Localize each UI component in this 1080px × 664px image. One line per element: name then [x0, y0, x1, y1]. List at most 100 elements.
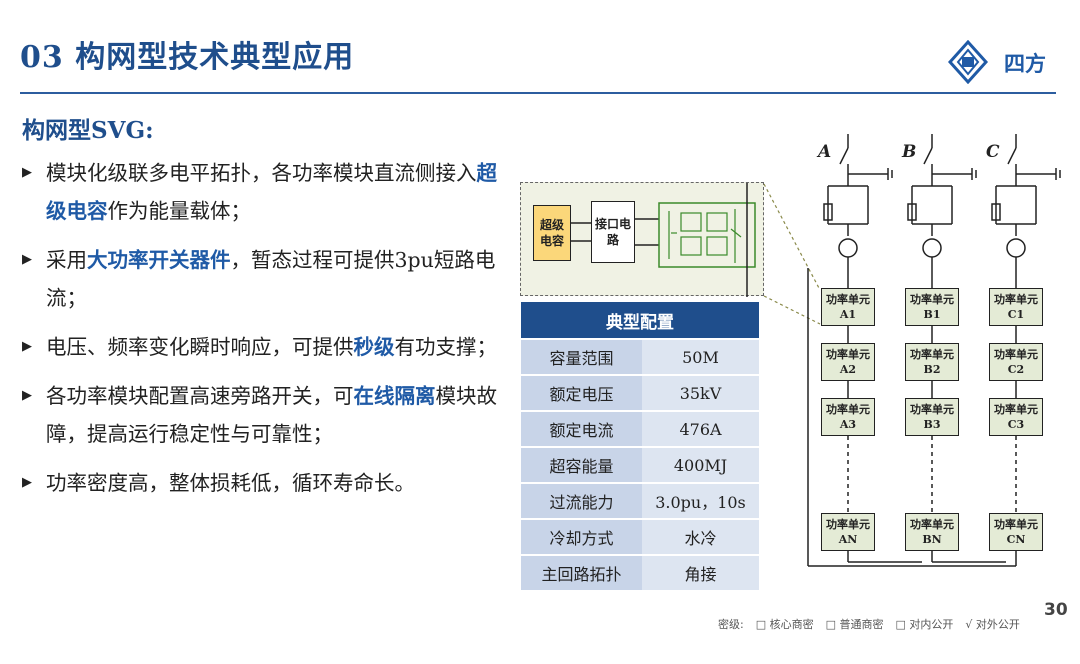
- bullet-text-part: 采用: [46, 248, 87, 272]
- power-unit-id: BN: [922, 533, 942, 546]
- bullet-text-part: 有功支撑；: [394, 335, 498, 359]
- bullet-triangle-icon: ▶: [22, 252, 32, 267]
- table-row: 主回路拓扑角接: [521, 554, 759, 590]
- module-wiring: [571, 183, 756, 297]
- classification-option: □ 核心商密: [755, 618, 814, 631]
- power-unit-label: 功率单元: [994, 293, 1038, 306]
- phase-label: A: [818, 142, 832, 162]
- power-unit-id: B2: [923, 363, 941, 376]
- power-unit-label: 功率单元: [826, 348, 870, 361]
- config-key: 过流能力: [521, 482, 642, 519]
- bullet-triangle-icon: ▶: [22, 165, 32, 180]
- power-unit-id: A3: [839, 418, 857, 431]
- highlight-text: 大功率开关器件: [87, 248, 231, 272]
- power-unit: 功率单元 A3: [821, 398, 875, 436]
- config-value: 50M: [642, 338, 759, 375]
- bullet-triangle-icon: ▶: [22, 388, 32, 403]
- config-value: 400MJ: [642, 446, 759, 483]
- bullet-text: 功率密度高，整体损耗低，循环寿命长。: [46, 464, 415, 502]
- phase-label: C: [986, 142, 1000, 162]
- interface-circuit-box: 接口电路: [591, 201, 635, 263]
- config-value: 水冷: [642, 518, 759, 555]
- bullet-triangle-icon: ▶: [22, 475, 32, 490]
- bullet-text-part: ，暂态过程可提供3pu短路电流；: [46, 248, 496, 310]
- bullet-item: ▶ 模块化级联多电平拓扑，各功率模块直流侧接入超级电容作为能量载体；: [22, 154, 502, 230]
- power-unit-label: 功率单元: [826, 403, 870, 416]
- bullet-item: ▶ 功率密度高，整体损耗低，循环寿命长。: [22, 464, 502, 502]
- config-key: 主回路拓扑: [521, 554, 642, 590]
- power-unit-id: C2: [1007, 363, 1025, 376]
- power-unit-label: 功率单元: [826, 293, 870, 306]
- logo-text: 四方: [1004, 52, 1046, 76]
- classification-option: □ 普通商密: [825, 618, 884, 631]
- bullet-text-part: 功率密度高，整体损耗低，循环寿命长。: [46, 471, 415, 495]
- power-unit-id: CN: [1006, 533, 1026, 546]
- highlight-text: 超级电容: [46, 161, 497, 223]
- power-unit-id: B1: [923, 308, 941, 321]
- module-circuit-diagram: 超级电容 接口电路: [520, 182, 764, 297]
- config-key: 额定电压: [521, 374, 642, 411]
- bullet-item: ▶ 采用大功率开关器件，暂态过程可提供3pu短路电流；: [22, 241, 502, 317]
- config-key: 冷却方式: [521, 518, 642, 555]
- bullet-text-part: 模块故障，提高运行稳定性与可靠性；: [46, 384, 497, 446]
- bullet-list: ▶ 模块化级联多电平拓扑，各功率模块直流侧接入超级电容作为能量载体； ▶ 采用大功率开…: [22, 154, 502, 513]
- page-title: 03 构网型技术典型应用: [20, 40, 355, 75]
- highlight-text: 秒级: [353, 335, 395, 359]
- bullet-text-part: 电压、频率变化瞬时响应，可提供: [46, 335, 354, 359]
- config-key: 容量范围: [521, 338, 642, 375]
- table-row: 冷却方式水冷: [521, 518, 759, 555]
- config-value: 3.0pu，10s: [642, 482, 759, 519]
- section-subtitle: 构网型SVG:: [22, 117, 154, 144]
- power-unit-label: 功率单元: [910, 293, 954, 306]
- supercap-box: 超级电容: [533, 205, 571, 261]
- bullet-text: 各功率模块配置高速旁路开关，可在线隔离模块故障，提高运行稳定性与可靠性；: [46, 377, 502, 453]
- config-value: 476A: [642, 410, 759, 447]
- power-unit: 功率单元 B2: [905, 343, 959, 381]
- bullet-text: 模块化级联多电平拓扑，各功率模块直流侧接入超级电容作为能量载体；: [46, 154, 502, 230]
- power-unit-label: 功率单元: [994, 403, 1038, 416]
- config-value: 角接: [642, 554, 759, 590]
- classification-option: □ 对内公开: [895, 618, 954, 631]
- phase-label: B: [902, 142, 917, 162]
- page-number: 30: [1044, 600, 1068, 620]
- bullet-text: 电压、频率变化瞬时响应，可提供秒级有功支撑；: [46, 328, 497, 366]
- table-header: 典型配置: [521, 302, 759, 339]
- bullet-text-part: 模块化级联多电平拓扑，各功率模块直流侧接入: [46, 161, 477, 185]
- highlight-text: 在线隔离: [353, 384, 436, 408]
- bullet-text-part: 各功率模块配置高速旁路开关，可: [46, 384, 354, 408]
- sifang-logo-icon: [948, 40, 989, 84]
- classification-footer: 密级: □ 核心商密 □ 普通商密 □ 对内公开 √ 对外公开: [718, 617, 1048, 632]
- config-value: 35kV: [642, 374, 759, 411]
- bullet-triangle-icon: ▶: [22, 339, 32, 354]
- power-unit-label: 功率单元: [826, 518, 870, 531]
- power-unit: 功率单元 B3: [905, 398, 959, 436]
- classification-label: 密级:: [718, 618, 744, 631]
- power-unit: 功率单元 C3: [989, 398, 1043, 436]
- power-unit: 功率单元 C1: [989, 288, 1043, 326]
- power-unit: 功率单元 C2: [989, 343, 1043, 381]
- power-unit-label: 功率单元: [910, 348, 954, 361]
- power-unit-id: AN: [838, 533, 858, 546]
- bullet-text: 采用大功率开关器件，暂态过程可提供3pu短路电流；: [46, 241, 502, 317]
- power-unit-id: C3: [1007, 418, 1025, 431]
- power-unit-id: C1: [1007, 308, 1025, 321]
- bullet-item: ▶ 电压、频率变化瞬时响应，可提供秒级有功支撑；: [22, 328, 502, 366]
- power-unit-label: 功率单元: [994, 348, 1038, 361]
- config-key: 超容能量: [521, 446, 642, 483]
- classification-option: √ 对外公开: [965, 618, 1020, 631]
- config-key: 额定电流: [521, 410, 642, 447]
- power-unit-label: 功率单元: [910, 403, 954, 416]
- power-unit-id: B3: [923, 418, 941, 431]
- schematic-wiring: [807, 134, 1061, 567]
